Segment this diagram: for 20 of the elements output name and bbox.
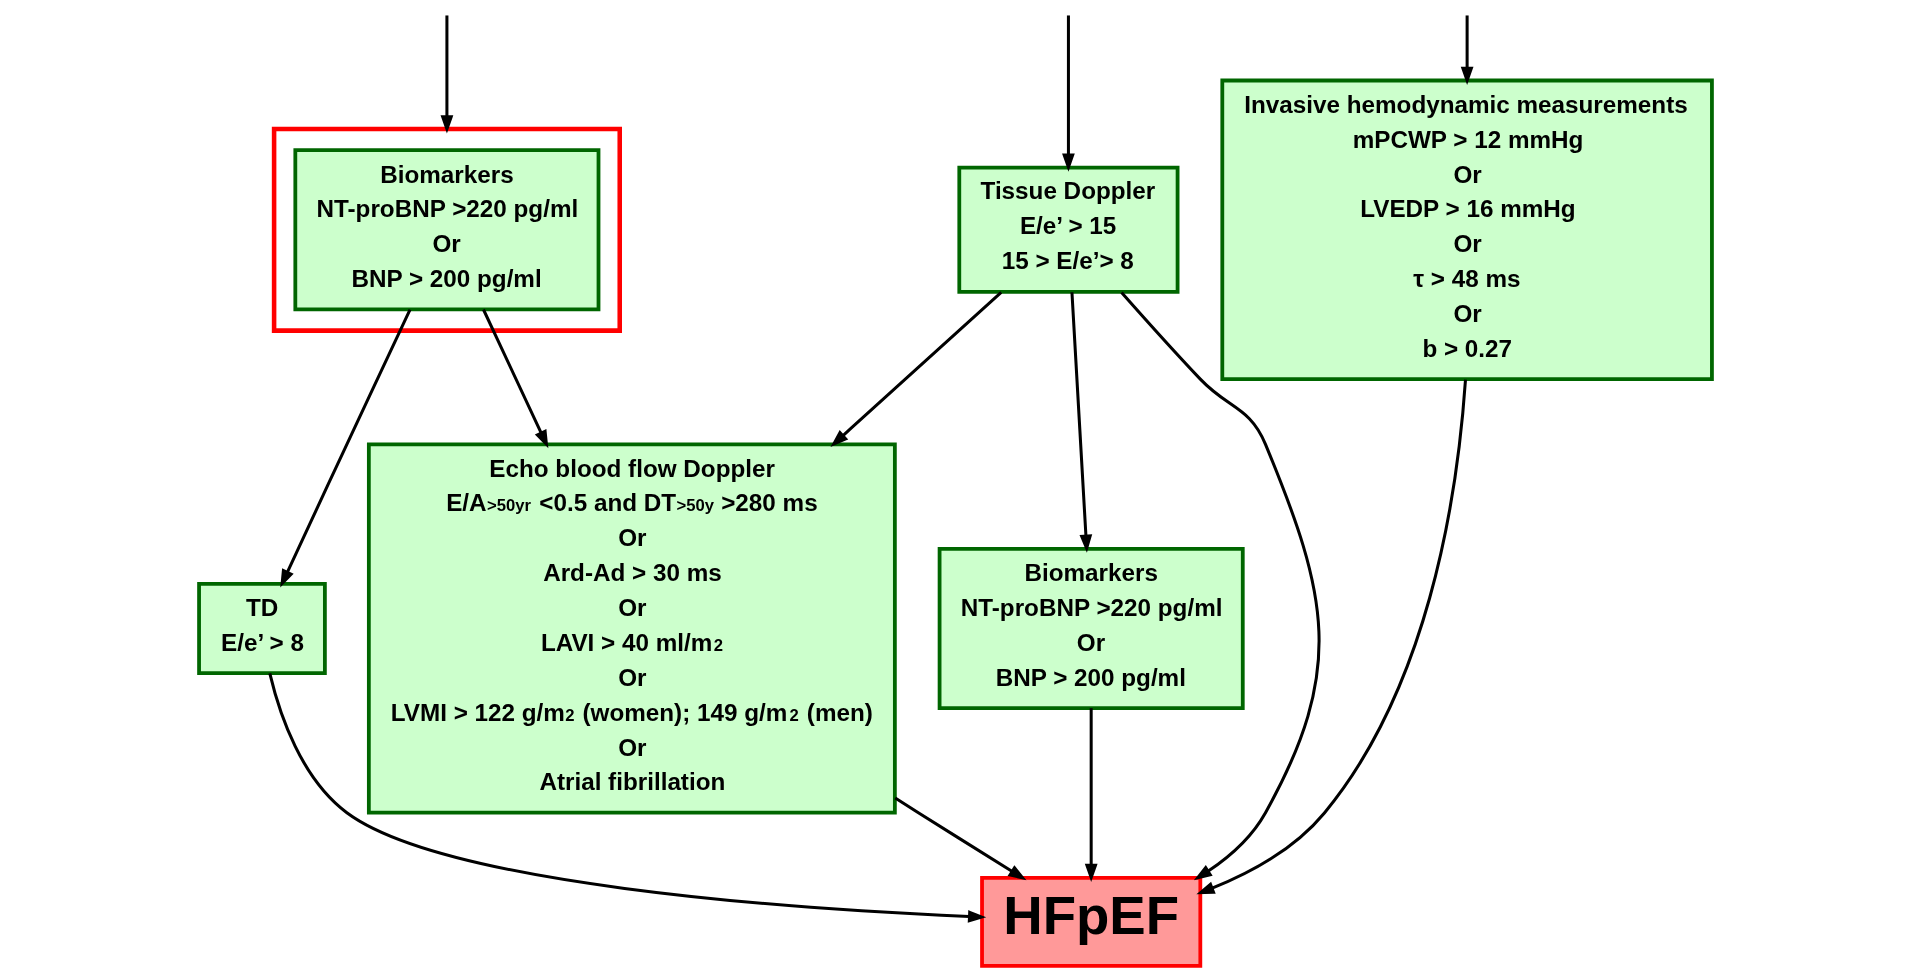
arrow <box>830 291 1003 447</box>
node-box: Biomarkers NT-proBNP >220 pg/ml Or BNP > 200 pg/ml <box>937 547 1245 710</box>
arrow <box>440 15 454 134</box>
node-box: Invasive hemodynamic measurements mPCWP > 12 mmHg Or LVEDP > 16 mmHg Or τ > 48 ms Or b > 0.27 <box>1220 78 1714 382</box>
arrow <box>268 672 987 923</box>
arrow <box>1196 379 1468 895</box>
node-box: Biomarkers NT-proBNP >220 pg/ml Or BNP > 200 pg/ml <box>293 148 601 312</box>
node-box: Echo blood flow Doppler E/A>50yr <0.5 and DT>50y >280 ms Or Ard-Ad > 30 ms Or LAVI > 40 ml/m2 Or LVMI > 122 g/m2 (women); 149 g/m2 (men) Or Atrial fibrillation <box>366 442 897 815</box>
arrow <box>1070 292 1093 553</box>
arrow <box>1460 15 1474 86</box>
arrow <box>280 309 412 588</box>
arrow <box>1084 708 1098 883</box>
arrow <box>482 308 549 449</box>
arrow <box>1062 15 1075 172</box>
cluster <box>271 126 622 333</box>
node-box: Tissue Doppler E/e’ > 15 15 > E/e’> 8 <box>957 165 1180 294</box>
node-box: TD E/e’ > 8 <box>197 581 327 676</box>
arrow <box>894 796 1027 881</box>
node-box: HFpEF <box>980 875 1203 968</box>
arrow <box>1120 291 1321 881</box>
